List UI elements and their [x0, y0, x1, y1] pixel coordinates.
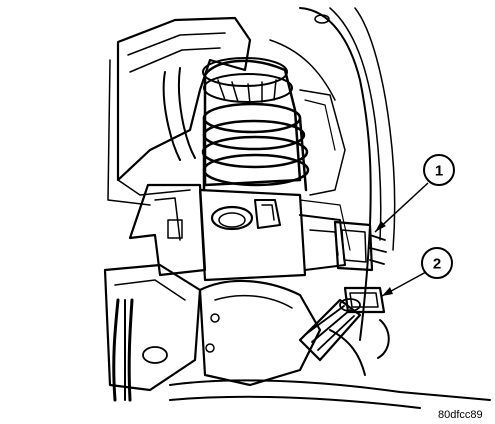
callout-2: 2: [421, 247, 453, 279]
mounting-bracket: [103, 183, 207, 392]
sensor-connector: [333, 220, 387, 272]
intake-boot: [201, 57, 310, 192]
leader-arrowhead-2: [382, 287, 393, 296]
throttle-body: [198, 188, 346, 282]
figure-id-label: 80dfcc89: [438, 409, 483, 421]
cable-harness: [112, 298, 134, 402]
callout-number-1: 1: [435, 163, 443, 180]
ribbed-hose: [298, 298, 366, 376]
intake-manifold: [169, 279, 491, 409]
leader-line-1: [374, 182, 429, 233]
callout-circle-2: [421, 247, 453, 279]
callout-1: 1: [423, 154, 455, 186]
leader-lines: [374, 182, 429, 297]
air-box-housing: [107, 16, 252, 206]
callout-number-2: 2: [433, 256, 441, 273]
leader-arrowhead-1: [375, 221, 386, 232]
fender-liner: [269, 7, 396, 341]
callout-circle-1: [423, 154, 455, 186]
